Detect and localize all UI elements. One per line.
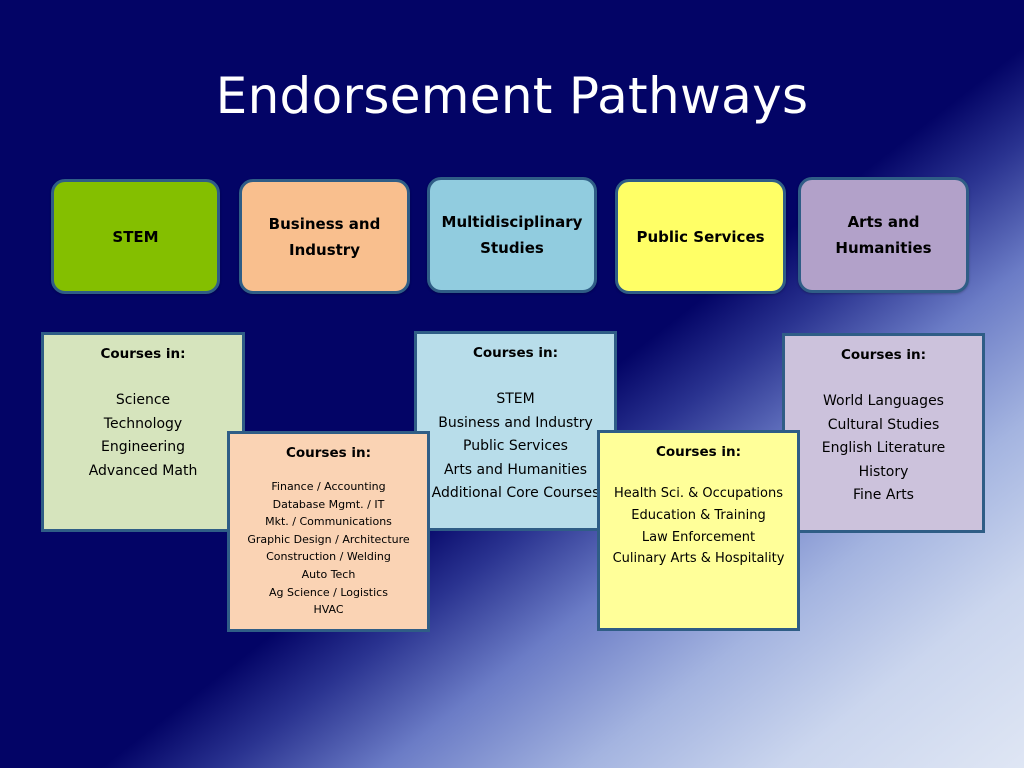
courses-heading: Courses in: <box>100 346 186 362</box>
courses-heading: Courses in: <box>655 444 741 460</box>
course-item: Engineering <box>101 439 185 456</box>
course-item: STEM <box>496 391 535 407</box>
course-item: Construction / Welding <box>266 550 391 564</box>
pathway-arts-and-humanities: Arts and Humanities <box>798 177 969 293</box>
course-list: Finance / Accounting Database Mgmt. / IT… <box>230 478 427 619</box>
courses-heading: Courses in: <box>472 345 558 361</box>
course-item: World Languages <box>823 393 944 409</box>
course-item: Arts and Humanities <box>443 461 588 478</box>
slide-title: Endorsement Pathways <box>215 67 809 125</box>
course-item: Fine Arts <box>853 487 914 504</box>
course-item: Culinary Arts & Hospitality <box>612 551 785 567</box>
pathway-multidisciplinary-studies: Multidisciplinary Studies <box>427 177 597 293</box>
course-item: History <box>858 463 909 480</box>
courses-box-business-and-industry: Courses in: Finance / Accounting Databas… <box>227 431 430 632</box>
course-list: World Languages Cultural Studies English… <box>785 390 982 508</box>
courses-box-multidisciplinary-studies: Courses in: STEM Business and Industry P… <box>414 331 617 531</box>
courses-heading: Courses in: <box>285 445 371 461</box>
courses-heading: Courses in: <box>840 347 926 363</box>
course-list: STEM Business and Industry Public Servic… <box>417 388 614 506</box>
course-item: Business and Industry <box>438 414 593 431</box>
pathway-label: Business and Industry <box>268 214 381 259</box>
course-item: Advanced Math <box>88 462 198 479</box>
courses-box-public-services: Courses in: Health Sci. & Occupations Ed… <box>597 430 800 631</box>
course-item: Public Services <box>463 438 568 455</box>
course-item: Education & Training <box>631 507 766 523</box>
course-item: Auto Tech <box>301 567 356 581</box>
pathway-business-and-industry: Business and Industry <box>239 179 410 294</box>
course-item: Mkt. / Communications <box>265 515 392 529</box>
course-item: English Literature <box>821 440 946 457</box>
course-item: Database Mgmt. / IT <box>272 497 385 511</box>
course-item: Graphic Design / Architecture <box>247 532 410 546</box>
course-item: Ag Science / Logistics <box>269 585 388 599</box>
pathway-label: STEM <box>112 227 159 246</box>
course-item: Health Sci. & Occupations <box>613 486 784 501</box>
pathway-label: Public Services <box>636 227 765 246</box>
courses-box-arts-and-humanities: Courses in: World Languages Cultural Stu… <box>782 333 985 533</box>
pathway-stem: STEM <box>51 179 220 294</box>
pathway-label: Arts and Humanities <box>835 213 932 257</box>
course-item: HVAC <box>313 603 344 617</box>
course-item: Technology <box>103 415 183 432</box>
course-item: Additional Core Courses <box>431 485 600 502</box>
course-item: Cultural Studies <box>827 416 940 433</box>
pathway-public-services: Public Services <box>615 179 786 294</box>
course-item: Finance / Accounting <box>271 480 386 493</box>
course-list: Health Sci. & Occupations Education & Tr… <box>600 483 797 570</box>
course-item: Law Enforcement <box>641 529 756 545</box>
course-list: Science Technology Engineering Advanced … <box>44 389 242 483</box>
pathway-label: Multidisciplinary Studies <box>441 213 583 257</box>
courses-box-stem: Courses in: Science Technology Engineeri… <box>41 332 245 532</box>
course-item: Science <box>115 392 171 408</box>
